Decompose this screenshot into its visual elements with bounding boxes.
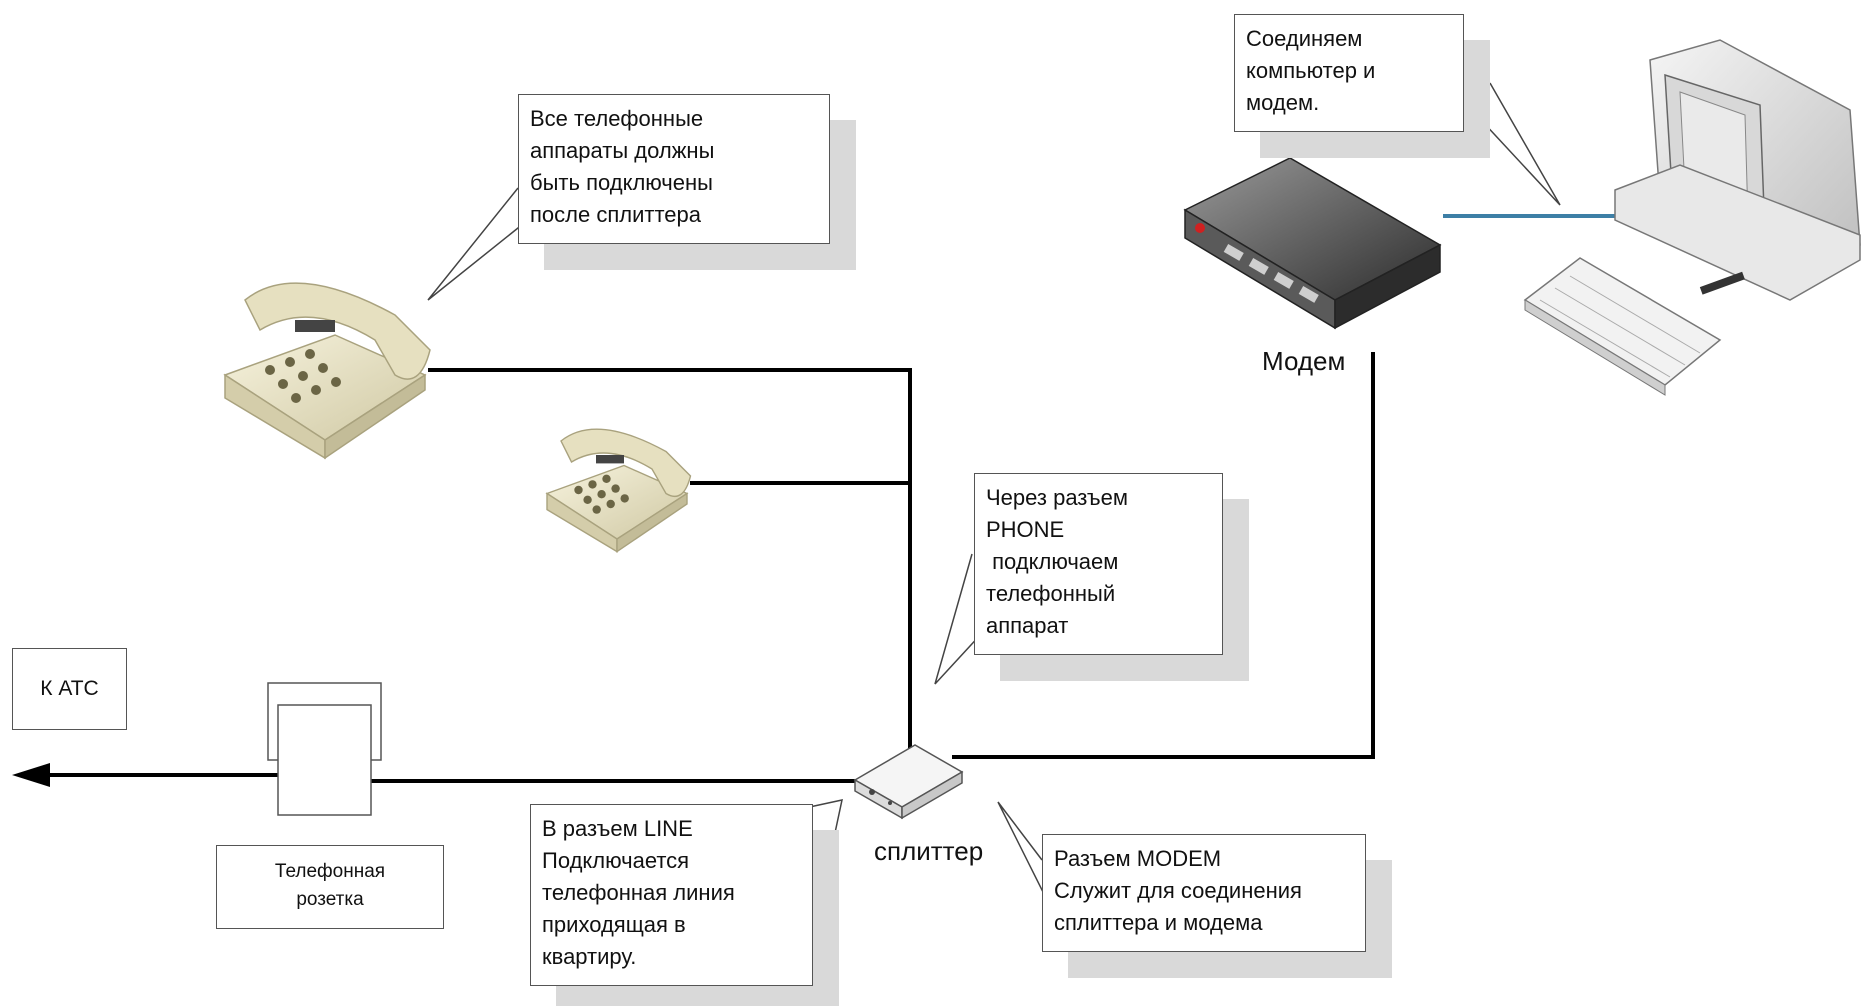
- splitter-label: сплиттер: [874, 836, 984, 866]
- telephone-2: [545, 428, 692, 553]
- splitter-device: [853, 744, 964, 820]
- telephone-1: [223, 282, 431, 460]
- modem-label: Модем: [1262, 346, 1346, 376]
- socket-label-line-2: розетка: [296, 889, 364, 910]
- desktop-computer: [1523, 39, 1861, 396]
- callout-connect-computer-modem: Соединяем компьютер и модем.: [1234, 14, 1464, 132]
- socket-label-box: Телефонная розетка: [216, 845, 444, 929]
- callout-line-port: В разъем LINE Подключается телефонная ли…: [530, 804, 813, 986]
- ats-label-box: К АТС: [12, 648, 127, 730]
- ats-arrowhead: [12, 763, 50, 787]
- phone-line-wiring: [40, 352, 1375, 783]
- telephone-socket: [267, 682, 382, 816]
- callout-phone-port: Через разъем PHONE подключаем телефонный…: [974, 473, 1223, 655]
- wire-splitter-modem: [952, 352, 1375, 759]
- adsl-modem: [1183, 157, 1442, 330]
- socket-label-line-1: Телефонная: [274, 861, 386, 882]
- wire-phone1: [428, 368, 912, 780]
- callout-modem-port: Разъем MODEM Служит для соединения сплит…: [1042, 834, 1366, 952]
- ats-label: К АТС: [40, 677, 99, 700]
- callout-phones-after-splitter: Все телефонные аппараты должны быть подк…: [518, 94, 830, 244]
